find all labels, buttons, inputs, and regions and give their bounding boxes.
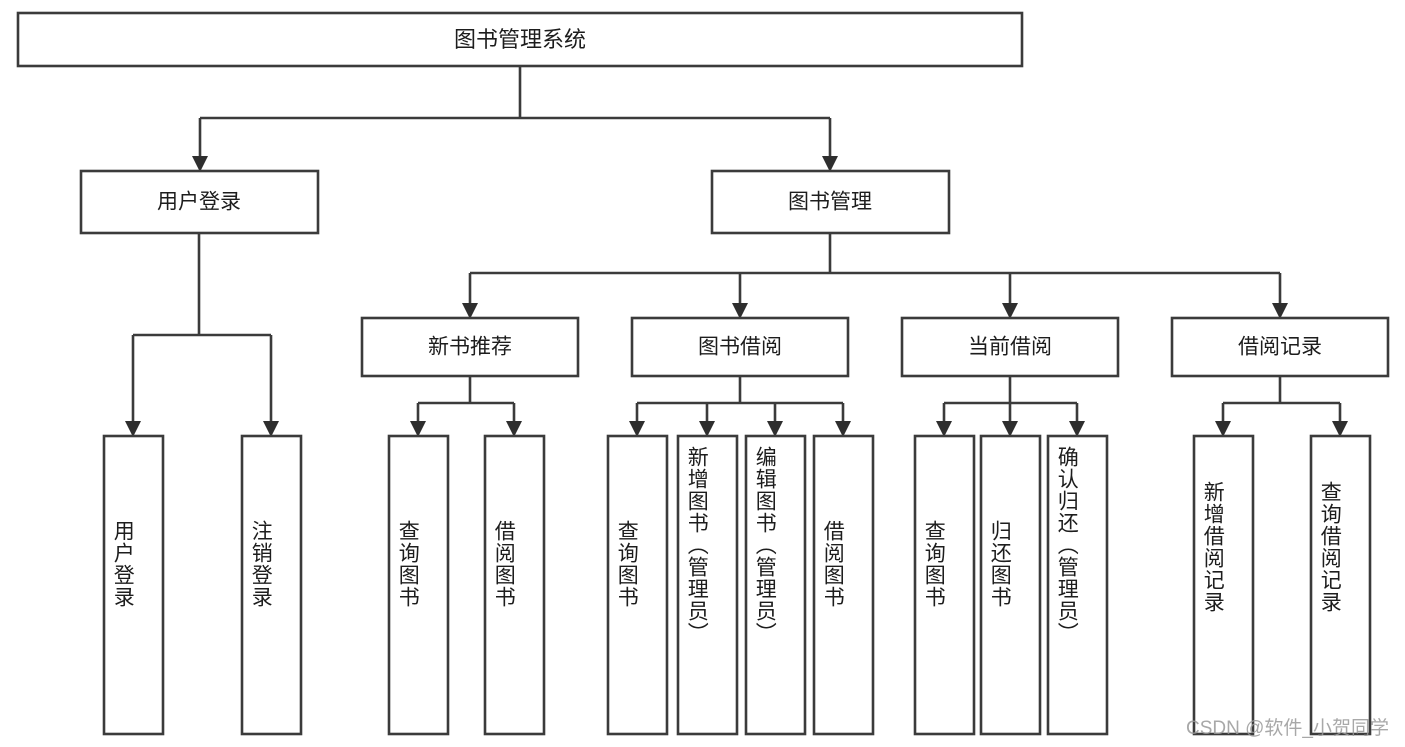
leaf-add-record[interactable]	[1192, 434, 1255, 736]
leaf-edit-book[interactable]	[744, 434, 807, 736]
node-book-borrow-label: 图书借阅	[698, 336, 782, 359]
node-user-login-label: 用户登录	[157, 191, 241, 214]
leaf-add-book[interactable]	[676, 434, 739, 736]
node-user-login[interactable]: 用户登录	[79, 169, 320, 235]
leaf-return-book[interactable]	[979, 434, 1042, 736]
node-new-book-recommend[interactable]: 新书推荐	[360, 316, 580, 378]
connector-root-to-level2	[192, 66, 838, 172]
csdn-watermark: CSDN @软件_小贺同学	[1186, 718, 1389, 739]
leaf-query-book-cur[interactable]	[913, 434, 976, 736]
node-new-book-recommend-label: 新书推荐	[428, 336, 512, 359]
connector-bookborrow-to-leaves	[629, 376, 851, 437]
node-book-manage-label: 图书管理	[788, 191, 872, 214]
node-borrow-record[interactable]: 借阅记录	[1170, 316, 1390, 378]
leaf-confirm-return[interactable]	[1046, 434, 1109, 736]
connector-borrowrecord-to-leaves	[1215, 376, 1348, 437]
leaf-query-record[interactable]	[1309, 434, 1372, 736]
node-root-label: 图书管理系统	[454, 27, 586, 52]
leaf-query-book-rec[interactable]	[387, 434, 450, 736]
leaf-borrow-book[interactable]	[812, 434, 875, 736]
node-root[interactable]: 图书管理系统	[16, 11, 1024, 68]
node-current-borrow[interactable]: 当前借阅	[900, 316, 1120, 378]
node-borrow-record-label: 借阅记录	[1238, 336, 1322, 359]
node-current-borrow-label: 当前借阅	[968, 336, 1052, 359]
node-book-borrow[interactable]: 图书借阅	[630, 316, 850, 378]
leaf-borrow-book-rec[interactable]	[483, 434, 546, 736]
connector-currentborrow-to-leaves	[936, 376, 1085, 437]
connector-userlogin-to-leaves	[125, 233, 279, 437]
connector-newbook-to-leaves	[410, 376, 522, 437]
leaf-logout[interactable]	[240, 434, 303, 736]
node-book-manage[interactable]: 图书管理	[710, 169, 951, 235]
leaf-user-login[interactable]	[102, 434, 165, 736]
connector-bookmanage-to-level3	[462, 233, 1288, 319]
leaf-query-book-borrow[interactable]	[606, 434, 669, 736]
